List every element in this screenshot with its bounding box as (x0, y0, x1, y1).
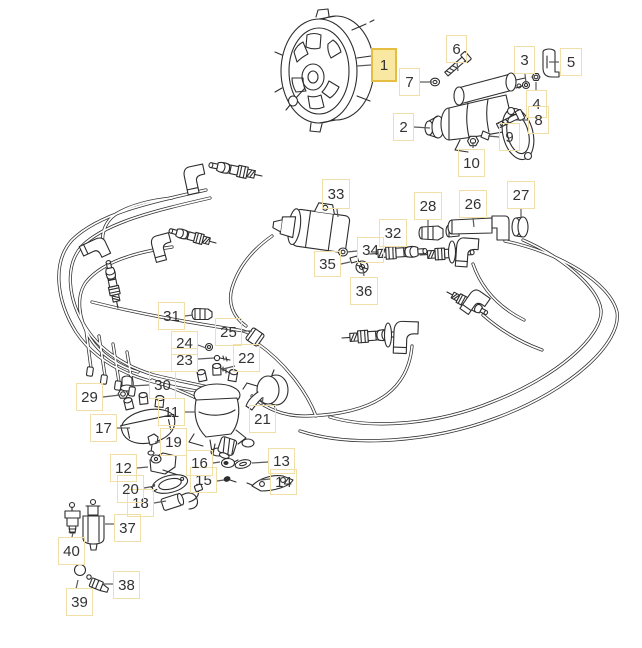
connector-straight (448, 216, 509, 240)
contact-breaker-points (150, 453, 178, 475)
part-label-27[interactable]: 27 (507, 181, 535, 209)
part-label-10[interactable]: 10 (458, 149, 485, 177)
part-number: 13 (273, 452, 290, 470)
part-label-31[interactable]: 31 (158, 302, 185, 330)
screw-small (223, 476, 236, 482)
part-label-11[interactable]: 11 (158, 398, 185, 426)
part-label-30[interactable]: 30 (149, 371, 176, 399)
spark-plug-with-boot (341, 320, 419, 355)
part-number: 17 (95, 419, 112, 437)
part-number: 5 (566, 53, 576, 71)
part-number: 9 (505, 128, 514, 146)
part-label-24[interactable]: 24 (171, 331, 198, 355)
harness-clip (245, 327, 264, 346)
temperature-switch (87, 575, 110, 593)
part-number: 8 (534, 111, 543, 129)
part-number: 6 (452, 40, 461, 58)
part-number: 40 (63, 542, 80, 560)
ignition-coil (271, 197, 352, 253)
distributor (189, 362, 254, 463)
part-number: 20 (122, 480, 139, 498)
part-label-39[interactable]: 39 (66, 588, 93, 616)
part-label-6[interactable]: 6 (446, 35, 467, 63)
grommet-small (222, 459, 235, 468)
part-label-22[interactable]: 22 (233, 344, 260, 372)
part-label-25[interactable]: 25 (215, 318, 242, 346)
part-label-40[interactable]: 40 (58, 537, 85, 565)
part-label-34[interactable]: 34 (357, 237, 384, 263)
rubber-cap (543, 49, 559, 77)
part-label-5[interactable]: 5 (560, 48, 582, 76)
part-number: 12 (115, 459, 132, 477)
part-label-17[interactable]: 17 (90, 414, 117, 442)
part-number: 36 (355, 282, 373, 300)
nut (532, 74, 540, 81)
part-number: 39 (71, 593, 88, 611)
cable-connector (192, 309, 212, 320)
part-number: 29 (81, 388, 98, 406)
starter-motor (425, 49, 559, 163)
part-number: 30 (154, 376, 171, 394)
part-number: 22 (238, 349, 255, 367)
part-label-2[interactable]: 2 (393, 113, 414, 141)
part-number: 24 (176, 334, 193, 352)
oil-pressure-sender (83, 500, 104, 551)
part-number: 3 (520, 51, 529, 69)
part-number: 25 (220, 323, 237, 341)
part-number: 37 (119, 519, 136, 537)
part-label-3[interactable]: 3 (514, 46, 535, 74)
part-number: 27 (512, 186, 530, 204)
part-number: 28 (419, 197, 437, 215)
part-label-33[interactable]: 33 (322, 179, 350, 209)
spark-plug-with-boot (419, 236, 480, 269)
part-number: 11 (163, 403, 180, 421)
part-number: 31 (163, 307, 180, 325)
part-number: 10 (463, 154, 480, 172)
part-label-9[interactable]: 9 (499, 123, 520, 151)
part-number: 26 (464, 195, 482, 213)
part-number: 35 (319, 255, 336, 273)
oil-pressure-switch (65, 503, 80, 534)
part-label-28[interactable]: 28 (414, 192, 442, 220)
part-label-38[interactable]: 38 (113, 571, 140, 599)
part-number: 21 (254, 410, 271, 428)
part-label-20[interactable]: 20 (117, 475, 144, 503)
condenser (161, 484, 203, 511)
part-number: 32 (384, 224, 402, 242)
wire-terminals (86, 367, 135, 397)
part-label-21[interactable]: 21 (249, 405, 276, 433)
part-label-7[interactable]: 7 (399, 68, 420, 96)
part-label-36[interactable]: 36 (350, 277, 378, 305)
part-label-14[interactable]: 14 (270, 469, 297, 495)
washer-oval (234, 458, 251, 470)
part-label-16[interactable]: 16 (186, 450, 213, 476)
part-label-8[interactable]: 8 (528, 106, 549, 134)
part-number: 14 (275, 473, 292, 491)
part-label-26[interactable]: 26 (459, 190, 487, 218)
part-label-35[interactable]: 35 (314, 251, 341, 277)
part-number: 33 (327, 185, 345, 203)
suppressor (512, 217, 528, 237)
part-number: 1 (379, 56, 389, 74)
part-label-29[interactable]: 29 (76, 383, 103, 411)
part-number: 34 (362, 241, 379, 259)
part-number: 7 (405, 73, 414, 91)
part-label-19[interactable]: 19 (160, 428, 187, 456)
part-number: 38 (118, 576, 135, 594)
part-number: 2 (399, 118, 408, 136)
part-number: 19 (165, 433, 182, 451)
part-number: 16 (191, 454, 208, 472)
screw (214, 355, 230, 361)
part-label-37[interactable]: 37 (114, 514, 141, 542)
distributor-cap (119, 391, 179, 448)
bolt (495, 109, 525, 130)
nut (356, 261, 368, 273)
part-label-1[interactable]: 1 (371, 48, 397, 82)
alternator (275, 9, 374, 132)
